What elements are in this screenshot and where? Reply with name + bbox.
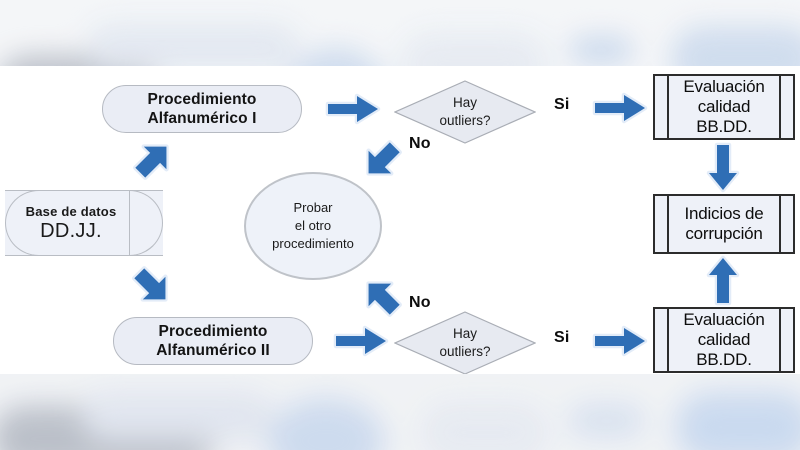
label-si-top: Si: [554, 96, 570, 113]
retry-label-line1: Probar: [293, 199, 333, 215]
arrow-down-right-icon: [128, 262, 176, 310]
outcome-label-line2: corrupción: [685, 224, 763, 243]
label-no-bottom: No: [409, 294, 431, 311]
quality1-label-line1: Evaluación: [683, 76, 765, 96]
decision2-label: Hay outliers?: [394, 311, 536, 375]
quality1-label-line2: calidad: [697, 96, 751, 116]
arrow-right-icon-si-bottom: [592, 325, 648, 357]
node-database[interactable]: Base de datos DD.JJ.: [5, 190, 163, 256]
quality2-label-line3: BB.DD.: [696, 350, 752, 370]
node-decision-outliers-1[interactable]: Hay outliers?: [394, 80, 536, 144]
outcome-label-line1: Indicios de: [684, 203, 764, 223]
node-indicios-corrupcion[interactable]: Indicios de corrupción: [653, 194, 795, 254]
diagram-canvas: Base de datos DD.JJ. Pr: [0, 66, 800, 375]
arrow-down-icon: [706, 142, 740, 193]
proc1-label-line2: Alfanumérico I: [147, 110, 257, 127]
arrow-right-icon-si-top: [592, 92, 648, 124]
procbox-bar-left: [667, 309, 669, 371]
node-procedimiento-alfanumerico-2[interactable]: Procedimiento Alfanumérico II: [113, 317, 313, 365]
procbox-bar-right: [779, 76, 781, 138]
arrow-up-right-icon: [129, 136, 177, 184]
arrow-up-left-icon: [358, 273, 406, 321]
node-probar-otro-procedimiento[interactable]: Probar el otro procedimiento: [244, 172, 382, 280]
retry-label-line3: procedimiento: [272, 236, 354, 252]
blurred-bottom-band: [0, 374, 800, 450]
retry-label-line2: el otro: [294, 217, 332, 233]
quality1-label-line3: BB.DD.: [696, 117, 752, 137]
procbox-bar-right: [779, 196, 781, 252]
quality2-label: Evaluación calidad BB.DD.: [669, 309, 779, 371]
node-procedimiento-alfanumerico-1[interactable]: Procedimiento Alfanumérico I: [102, 85, 302, 133]
database-label-line1: Base de datos: [25, 203, 117, 219]
procbox-bar-left: [667, 196, 669, 252]
node-decision-outliers-2[interactable]: Hay outliers?: [394, 311, 536, 375]
quality1-label: Evaluación calidad BB.DD.: [669, 76, 779, 138]
proc2-label-line1: Procedimiento: [158, 322, 268, 340]
quality2-label-line2: calidad: [697, 329, 751, 349]
label-no-top: No: [409, 135, 431, 152]
decision1-label-line1: Hay: [452, 94, 477, 110]
proc2-label-line2: Alfanumérico II: [156, 342, 270, 359]
blurred-bottom-band-content: [0, 374, 800, 450]
outcome-label: Indicios de corrupción: [669, 196, 779, 252]
arrow-right-icon-proc1: [325, 93, 381, 125]
database-label: Base de datos DD.JJ.: [5, 190, 163, 256]
blurred-top-band-content: [0, 0, 800, 66]
procbox-bar-right: [779, 309, 781, 371]
database-label-line2: DD.JJ.: [40, 219, 102, 242]
node-evaluacion-calidad-1[interactable]: Evaluación calidad BB.DD.: [653, 74, 795, 140]
arrow-down-left-icon: [358, 136, 406, 184]
proc1-label-line1: Procedimiento: [147, 90, 257, 108]
procbox-bar-left: [667, 76, 669, 138]
node-evaluacion-calidad-2[interactable]: Evaluación calidad BB.DD.: [653, 307, 795, 373]
decision1-label-line2: outliers?: [439, 113, 491, 128]
quality2-label-line1: Evaluación: [683, 309, 765, 329]
decision1-label: Hay outliers?: [394, 80, 536, 144]
decision2-label-line1: Hay: [452, 325, 477, 341]
arrow-up-icon: [706, 255, 740, 306]
decision2-label-line2: outliers?: [439, 344, 491, 359]
blurred-top-band: [0, 0, 800, 66]
label-si-bottom: Si: [554, 329, 570, 346]
arrow-right-icon-proc2: [333, 325, 389, 357]
